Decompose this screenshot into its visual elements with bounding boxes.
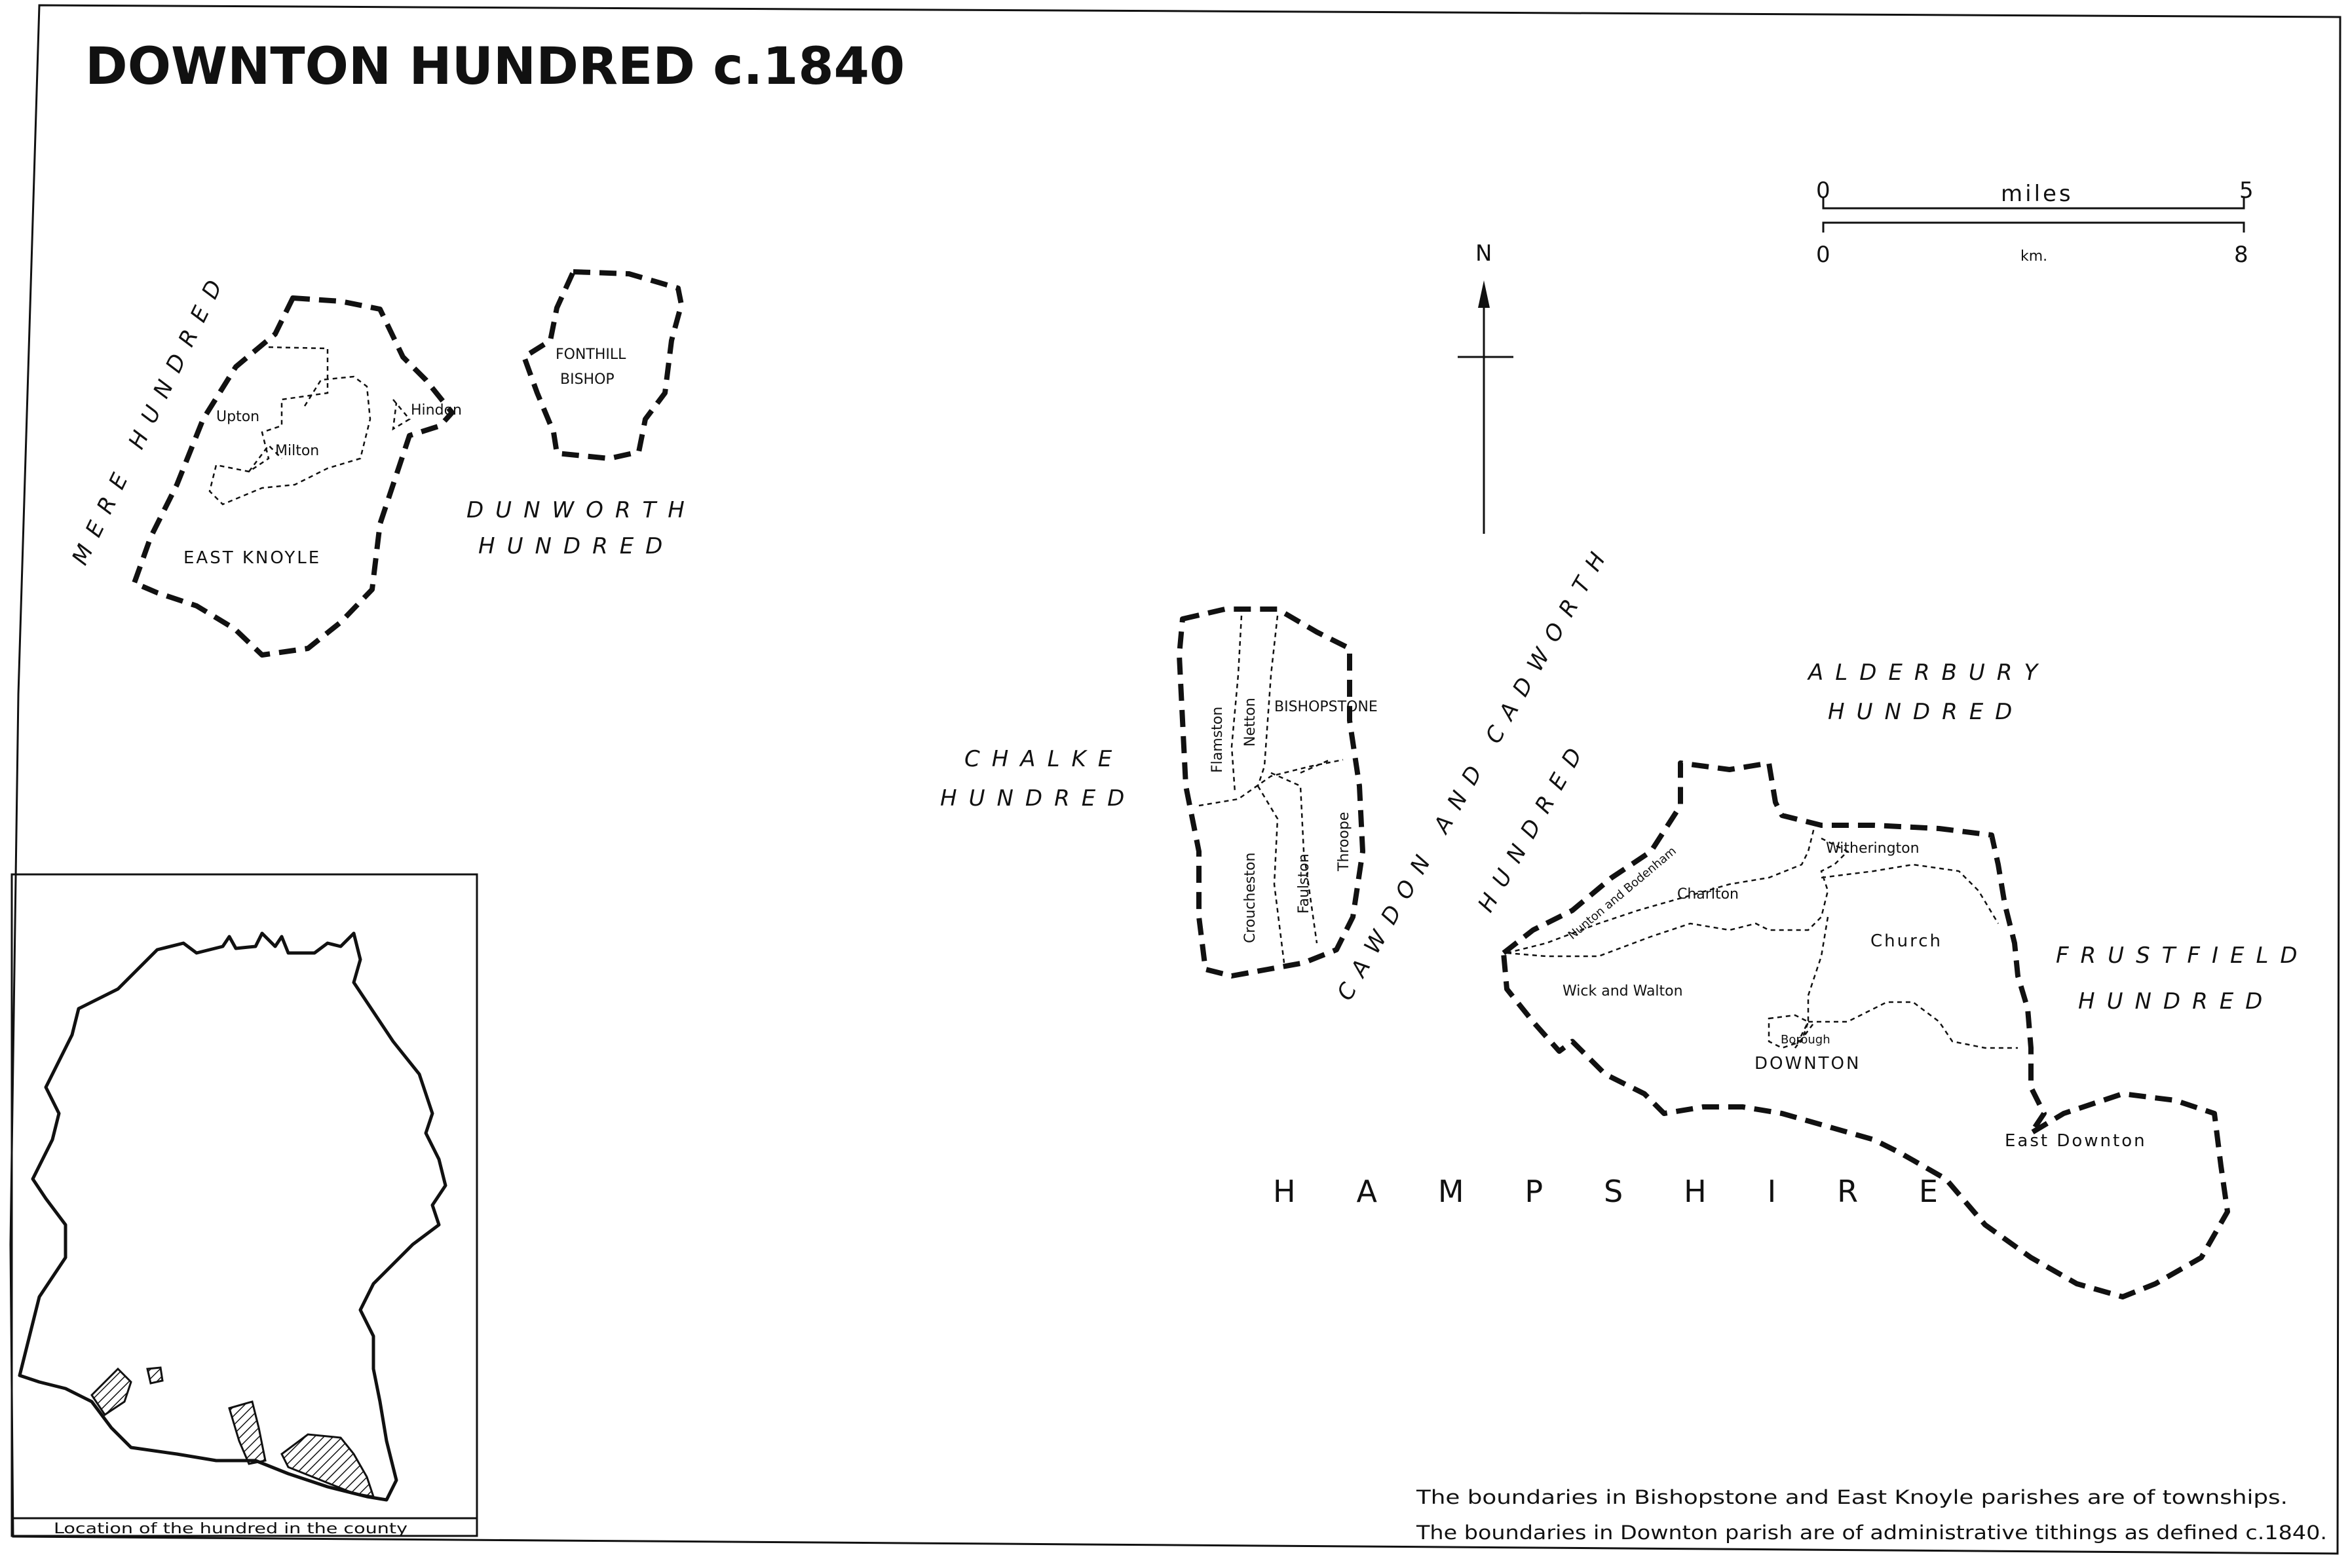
place-east-downton: East Downton [2005,1131,2147,1151]
place-wick: Wick and Walton [1563,983,1683,999]
map-frame [9,4,2341,1555]
scale-miles-end: 5 [2239,177,2256,204]
scale-miles-start: 0 [1816,177,1833,204]
hundred-frustfield-1: FRUSTFIELD [2056,943,2309,969]
scale-bar: 0 miles 5 0 km. 8 [1816,177,2256,268]
hundred-alderbury-1: ALDERBURY [1807,660,2049,686]
township-boundaries-bishopstone [1198,615,1344,963]
place-church: Church [1870,931,1943,951]
inset-hatch-3 [228,1400,267,1465]
place-fonthill-2: BISHOP [560,371,615,388]
north-label: N [1475,240,1494,267]
downton-area: Nunton and Bodenham Charlton Witheringto… [1501,760,2230,1299]
place-downton: DOWNTON [1754,1054,1861,1073]
borough-boundary [1768,1014,1810,1049]
township-boundaries-knoyle [208,346,411,506]
place-milton: Milton [275,443,319,459]
scale-km-start: 0 [1816,242,1833,268]
hundred-alderbury-2: HUNDRED [1828,699,2024,725]
east-knoyle-area: MERE HUNDRED Upton Milton Hindon EAST KN… [67,266,462,658]
bishopstone-boundary [1177,607,1365,979]
hundred-dunworth-1: DUNWORTH [466,497,696,523]
place-fonthill-1: FONTHILL [556,346,626,363]
inset-hatch-4 [280,1433,375,1498]
hundred-frustfield-2: HUNDRED [2078,988,2274,1015]
inset-map: Location of the hundred in the county [10,873,478,1537]
place-east-knoyle: EAST KNOYLE [183,548,321,568]
place-upton: Upton [216,409,259,425]
scale-km-label: km. [2020,248,2047,265]
hundred-chalke-1: CHALKE [964,746,1124,772]
scale-miles-label: miles [2001,181,2074,207]
place-charlton: Charlton [1677,886,1739,903]
north-arrow: N [1458,240,1513,534]
place-bishopstone: BISHOPSTONE [1274,699,1378,715]
map-title: DOWNTON HUNDRED c.1840 [85,37,905,96]
east-knoyle-boundary [132,295,455,658]
place-hindon: Hindon [411,402,462,419]
hundred-dunworth-2: HUNDRED [478,533,674,559]
scale-km-end: 8 [2234,242,2251,268]
fonthill-bishop-area: FONTHILL BISHOP DUNWORTH HUNDRED [466,269,696,559]
place-nunton: Nunton and Bodenham [1566,844,1679,943]
county-hampshire: H A M P S H I R E [1273,1174,1938,1209]
note-line-2: The boundaries in Downton parish are of … [1416,1521,2327,1544]
inset-caption: Location of the hundred in the county [54,1521,407,1537]
county-outline [18,931,447,1502]
place-croucheston: Croucheston [1242,853,1259,943]
place-borough: Borough [1781,1033,1830,1047]
note-line-1: The boundaries in Bishopstone and East K… [1416,1486,2288,1508]
place-netton: Netton [1242,698,1259,747]
inset-hatch-1 [90,1367,132,1417]
inset-frame [10,873,478,1537]
place-throope: Throope [1336,812,1352,872]
bishopstone-area: Flamston Netton BISHOPSTONE Croucheston … [940,607,1378,979]
inset-hatch-2 [146,1366,164,1385]
place-witherington: Witherington [1826,840,1920,857]
fonthill-boundary [521,269,684,461]
place-flamston: Flamston [1209,707,1226,773]
hundred-chalke-2: HUNDRED [940,785,1136,812]
downton-boundary [1501,760,2230,1299]
hundred-mere: MERE HUNDRED [67,266,233,569]
place-faulston: Faulston [1296,853,1312,914]
